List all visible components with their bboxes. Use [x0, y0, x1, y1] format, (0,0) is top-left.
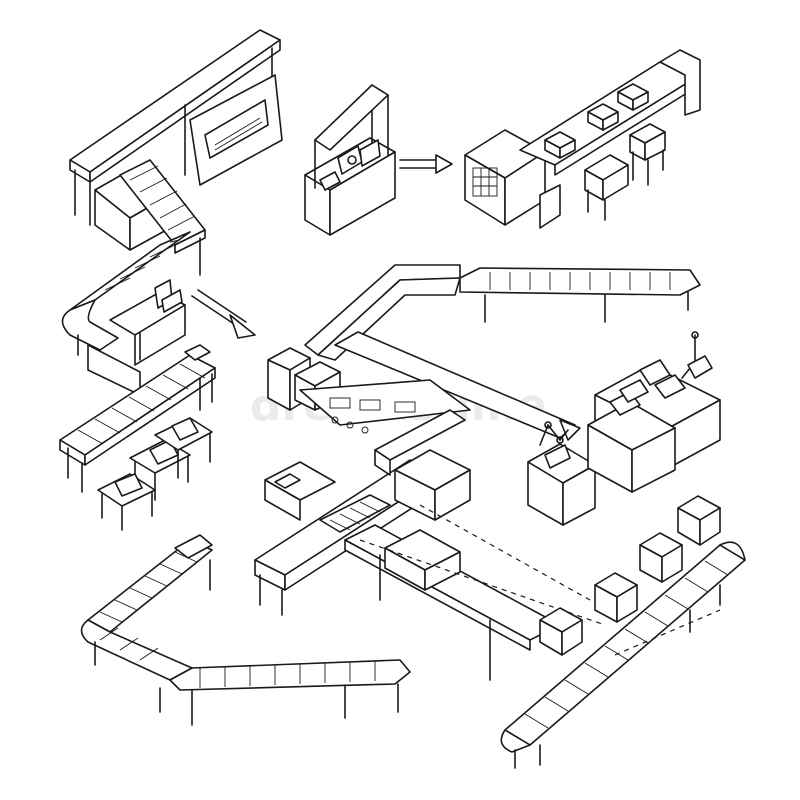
- right-robot-stations: [527, 331, 721, 526]
- bottom-left-conveyor: [80, 534, 411, 726]
- flow-arrow-top: [399, 154, 453, 174]
- bottom-right-box-conveyor: [500, 495, 746, 769]
- center-main-assembly-line: [254, 264, 701, 681]
- top-left-conveyor-line: [59, 29, 283, 531]
- flow-arrow-left: [191, 289, 256, 339]
- top-right-packing-line: [464, 49, 701, 229]
- top-center-control-machine: [304, 84, 396, 236]
